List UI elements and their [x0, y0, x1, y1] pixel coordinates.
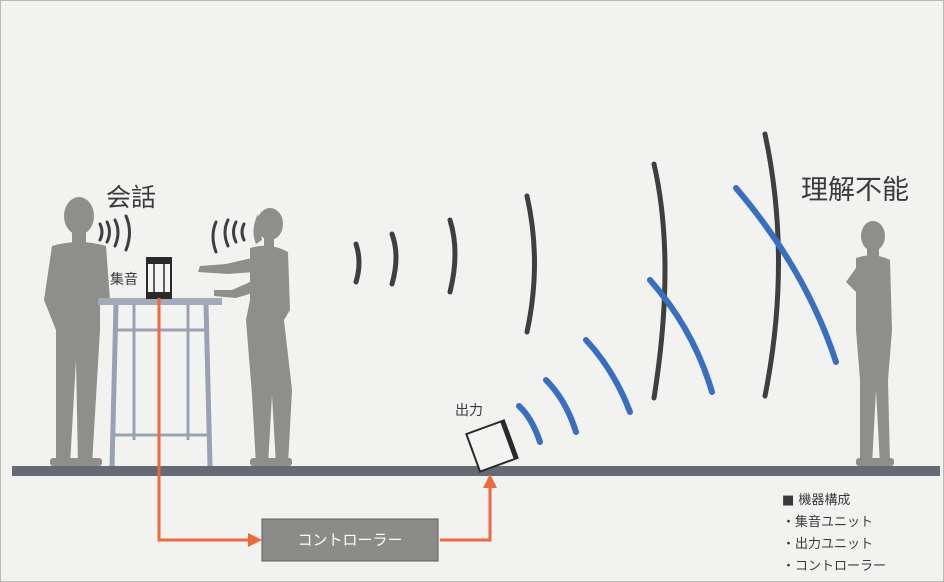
- output-label: 出力: [455, 400, 483, 420]
- legend-item: 集音ユニット: [782, 512, 886, 534]
- unintelligible-label: 理解不能: [801, 168, 909, 207]
- legend-item: コントローラー: [782, 556, 886, 578]
- legend-title: 機器構成: [782, 490, 886, 512]
- conversation-label: 会話: [106, 178, 156, 214]
- controller-label: コントローラー: [262, 519, 438, 561]
- sound-collection-unit: [147, 258, 171, 298]
- floor: [12, 466, 940, 476]
- equipment-legend: 機器構成 集音ユニット 出力ユニット コントローラー: [782, 490, 886, 578]
- legend-item: 出力ユニット: [782, 534, 886, 556]
- sound-collection-label: 集音: [110, 269, 138, 289]
